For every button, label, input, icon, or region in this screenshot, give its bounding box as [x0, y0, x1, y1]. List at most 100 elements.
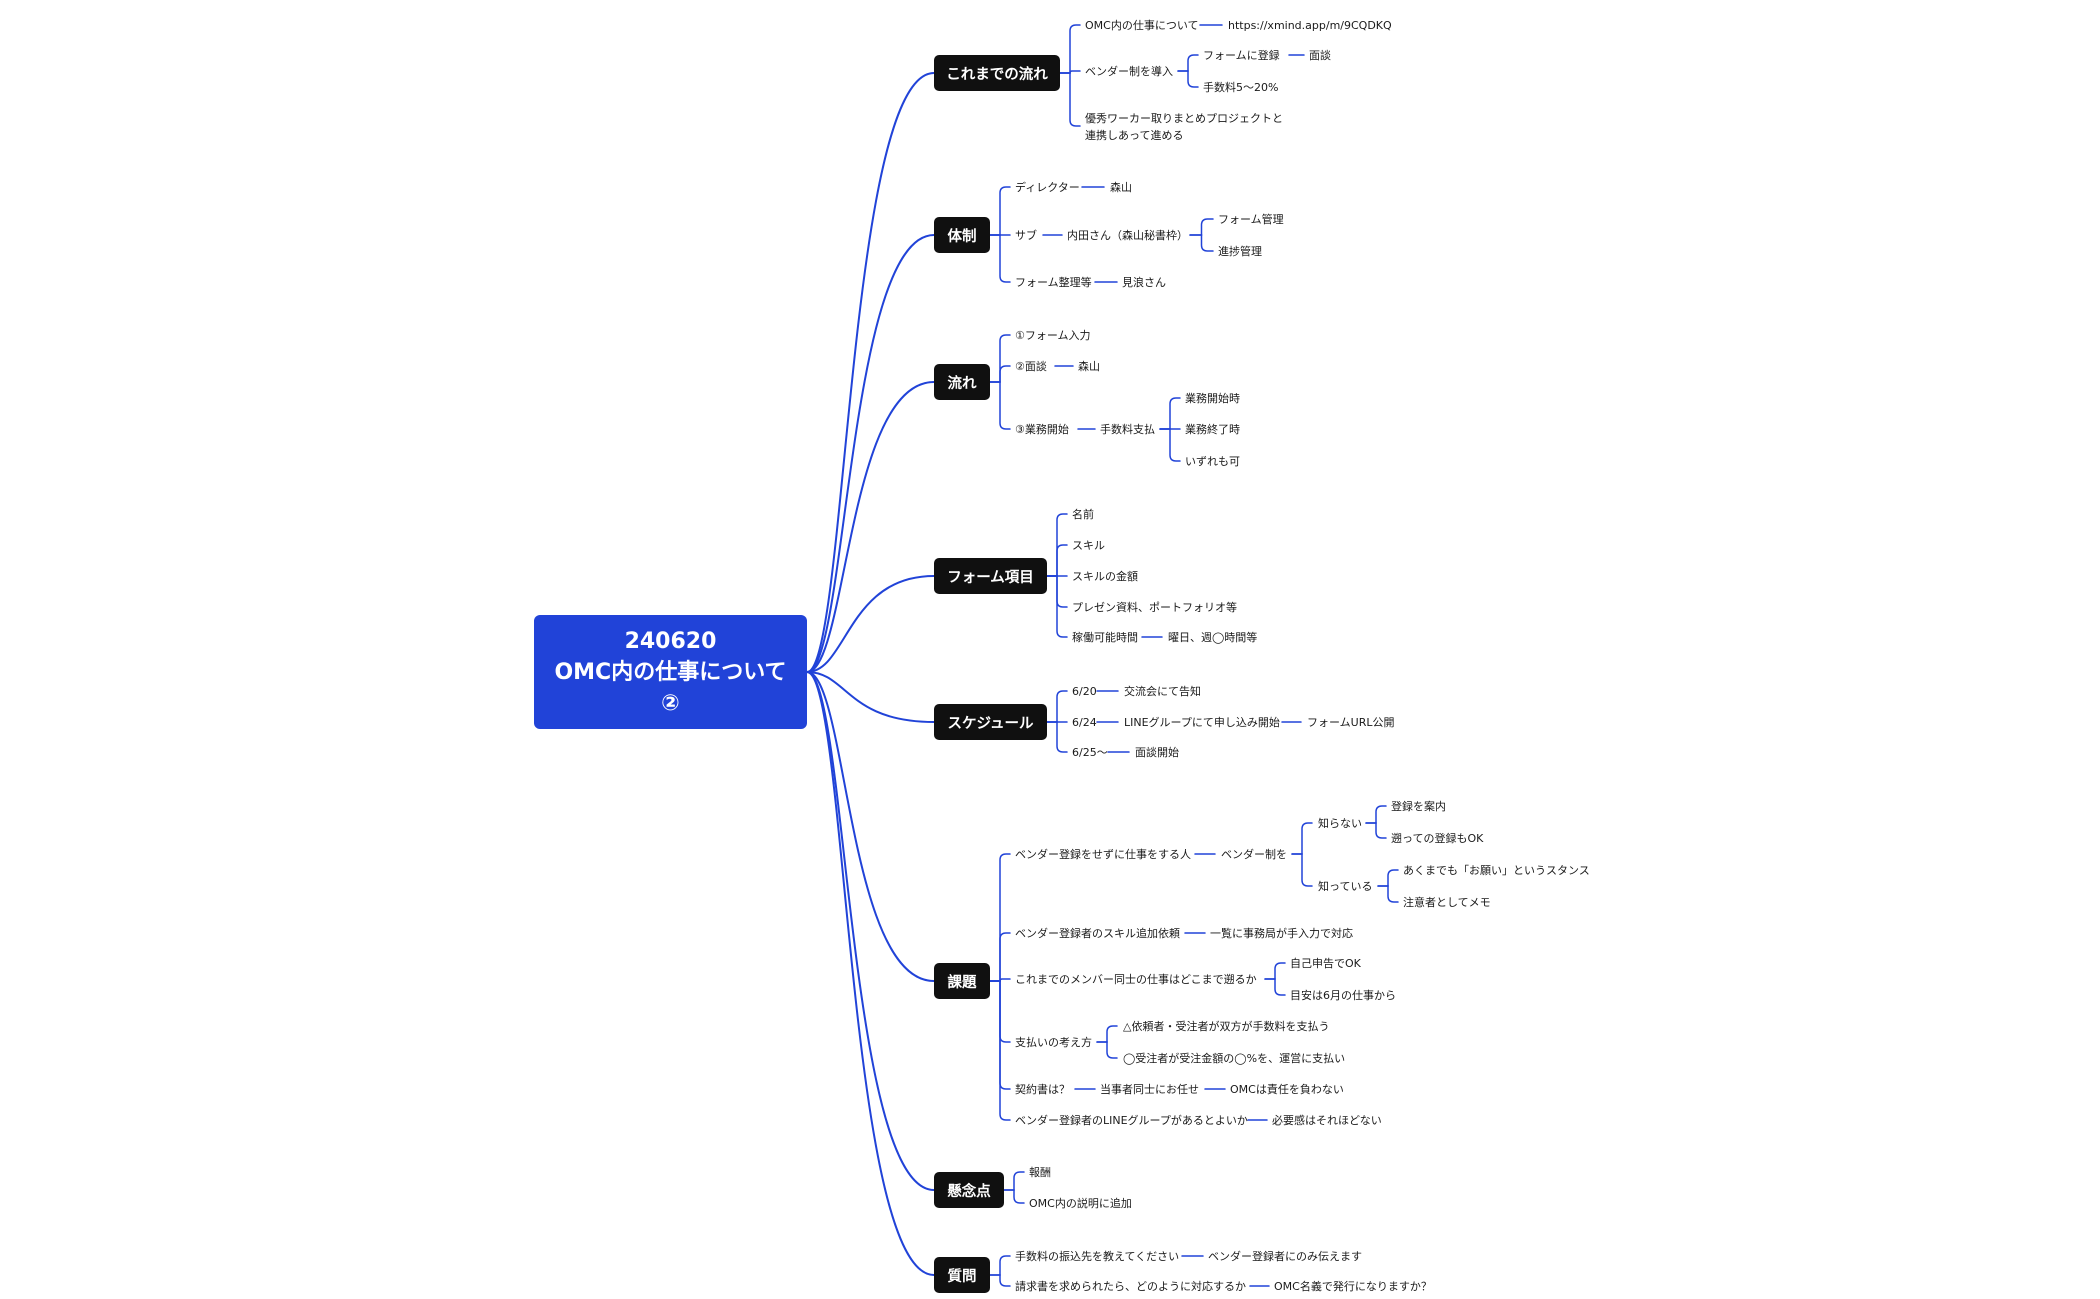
branch-flow[interactable]: 流れ — [934, 364, 990, 400]
topic-director-name[interactable]: 森山 — [1110, 181, 1132, 194]
topic-date-0625[interactable]: 6/25〜 — [1072, 746, 1108, 759]
topic-sub-name[interactable]: 内田さん（森山秘書枠） — [1067, 229, 1188, 242]
topic-excellent-worker-line2: 連携しあって進める — [1085, 129, 1184, 142]
schedule-lines-0 — [1046, 690, 1068, 723]
fee-lines-0 — [1159, 397, 1181, 430]
root-topic-date: 240620 — [624, 628, 717, 654]
root-branch-line-1 — [806, 234, 935, 673]
topic-director[interactable]: ディレクター — [1015, 181, 1080, 194]
topic-excellent-worker-line1: 優秀ワーカー取りまとめプロジェクトと — [1085, 112, 1283, 125]
topic-excellent-worker[interactable]: 優秀ワーカー取りまとめプロジェクトと 連携しあって進める — [1085, 110, 1283, 144]
topic-vendor-only[interactable]: ベンダー登録者にのみ伝えます — [1208, 1250, 1362, 1263]
topic-note-memo[interactable]: 注意者としてメモ — [1403, 896, 1491, 909]
topic-guide-register[interactable]: 登録を案内 — [1391, 800, 1446, 813]
topic-line-group[interactable]: ベンダー登録者のLINEグループがあるとよいか — [1015, 1114, 1248, 1127]
payment-lines-0 — [1096, 1025, 1118, 1043]
topic-fee-rate[interactable]: 手数料5〜20% — [1203, 81, 1279, 94]
topic-retro-scope[interactable]: これまでのメンバー同士の仕事はどこまで遡るか — [1015, 973, 1257, 986]
topic-contract[interactable]: 契約書は？ — [1015, 1083, 1070, 1096]
topic-date-0625-text[interactable]: 面談開始 — [1135, 746, 1179, 759]
topic-retro-register-ok[interactable]: 遡っての登録もOK — [1391, 832, 1484, 845]
topic-date-0624-text[interactable]: LINEグループにて申し込み開始 — [1124, 716, 1280, 729]
payment-lines-1 — [1096, 1041, 1118, 1059]
topic-aware[interactable]: 知っている — [1318, 880, 1373, 893]
topic-step-form-input[interactable]: ①フォーム入力 — [1015, 329, 1091, 342]
branch-schedule[interactable]: スケジュール — [934, 704, 1047, 740]
topic-date-0620-text[interactable]: 交流会にて告知 — [1124, 685, 1201, 698]
branch-questions[interactable]: 質問 — [934, 1257, 990, 1293]
topic-step-interview-name[interactable]: 森山 — [1078, 360, 1100, 373]
fee-lines-2 — [1159, 428, 1181, 462]
root-topic[interactable]: 240620 OMC内の仕事について ② — [534, 615, 807, 729]
topic-date-0620[interactable]: 6/20 — [1072, 685, 1097, 698]
topic-reward[interactable]: 報酬 — [1029, 1166, 1051, 1179]
topic-form-organize[interactable]: フォーム整理等 — [1015, 276, 1092, 289]
topic-step-work-start[interactable]: ③業務開始 — [1015, 423, 1069, 436]
topic-invoice-request[interactable]: 請求書を求められたら、どのように対応するか — [1015, 1280, 1246, 1293]
concerns-lines-0 — [1003, 1171, 1025, 1191]
formitem-lines-4 — [1046, 575, 1068, 638]
structure-lines-0 — [989, 186, 1011, 236]
topic-form-organize-name[interactable]: 見浪さん — [1122, 276, 1166, 289]
topic-interview[interactable]: 面談 — [1309, 49, 1331, 62]
retro-lines-0 — [1264, 962, 1286, 980]
topic-available-hours-detail[interactable]: 曜日、週◯時間等 — [1168, 631, 1258, 644]
aware-lines-1 — [1377, 885, 1399, 903]
issues-lines-1 — [989, 932, 1011, 982]
topic-vendor-intro[interactable]: ベンダー制を導入 — [1085, 65, 1173, 78]
topic-payment-policy[interactable]: 支払いの考え方 — [1015, 1036, 1092, 1049]
topic-omc-work[interactable]: OMC内の仕事について — [1085, 19, 1199, 32]
topic-at-work-start[interactable]: 業務開始時 — [1185, 392, 1240, 405]
topic-request-stance[interactable]: あくまでも「お願い」というスタンス — [1403, 864, 1590, 877]
topic-either-ok[interactable]: いずれも可 — [1185, 455, 1240, 468]
topic-june-guideline[interactable]: 目安は6月の仕事から — [1290, 989, 1396, 1002]
questions-lines-0 — [989, 1255, 1011, 1276]
topic-skill-add-request[interactable]: ベンダー登録者のスキル追加依頼 — [1015, 927, 1180, 940]
root-branch-line-5 — [806, 671, 935, 982]
topic-unregistered-worker[interactable]: ベンダー登録をせずに仕事をする人 — [1015, 848, 1191, 861]
topic-add-explanation[interactable]: OMC内の説明に追加 — [1029, 1197, 1132, 1210]
branch-concerns[interactable]: 懸念点 — [934, 1172, 1004, 1208]
topic-omc-issuer[interactable]: OMC名義で発行になりますか？ — [1274, 1280, 1432, 1293]
topic-name[interactable]: 名前 — [1072, 508, 1094, 521]
topic-contractor-pay[interactable]: ◯受注者が受注金額の◯%を、運営に支払い — [1123, 1052, 1346, 1065]
topic-presentation[interactable]: プレゼン資料、ポートフォリオ等 — [1072, 601, 1237, 614]
topic-at-work-end[interactable]: 業務終了時 — [1185, 423, 1240, 436]
topic-form-management[interactable]: フォーム管理 — [1218, 213, 1284, 226]
formitem-lines-0 — [1046, 513, 1068, 577]
schedule-lines-2 — [1046, 721, 1068, 753]
branch-structure[interactable]: 体制 — [934, 217, 990, 253]
topic-sub[interactable]: サブ — [1015, 229, 1037, 242]
branch-form-items[interactable]: フォーム項目 — [934, 558, 1047, 594]
formitem-lines-1 — [1046, 544, 1068, 577]
topic-date-0624-sub[interactable]: フォームURL公開 — [1307, 716, 1395, 729]
branch-history[interactable]: これまでの流れ — [934, 55, 1060, 91]
topic-leave-to-parties[interactable]: 当事者同士にお任せ — [1100, 1083, 1199, 1096]
topic-fee-account[interactable]: 手数料の振込先を教えてください — [1015, 1250, 1180, 1263]
topic-step-interview[interactable]: ②面談 — [1015, 360, 1047, 373]
vendor-aware-lines-1 — [1291, 853, 1313, 887]
topic-both-pay[interactable]: △依頼者・受注者が双方が手数料を支払う — [1123, 1020, 1330, 1033]
topic-vendor-system[interactable]: ベンダー制を — [1221, 848, 1287, 861]
branch-issues[interactable]: 課題 — [934, 963, 990, 999]
topic-self-report-ok[interactable]: 自己申告でOK — [1290, 957, 1361, 970]
topic-not-needed[interactable]: 必要感はそれほどない — [1272, 1114, 1382, 1127]
root-branch-line-4 — [806, 671, 935, 723]
topic-progress-management[interactable]: 進捗管理 — [1218, 245, 1262, 258]
topic-skill[interactable]: スキル — [1072, 539, 1105, 552]
topic-skill-price[interactable]: スキルの金額 — [1072, 570, 1138, 583]
topic-date-0624[interactable]: 6/24 — [1072, 716, 1097, 729]
topic-xmind-link[interactable]: https://xmind.app/m/9CQDKQ — [1228, 19, 1392, 32]
topic-no-liability[interactable]: OMCは責任を負わない — [1230, 1083, 1344, 1096]
topic-form-register[interactable]: フォームに登録 — [1203, 49, 1280, 62]
topic-fee-payment[interactable]: 手数料支払 — [1100, 423, 1155, 436]
vendor-aware-lines-0 — [1291, 822, 1313, 855]
topic-available-hours[interactable]: 稼働可能時間 — [1072, 631, 1138, 644]
root-topic-title: OMC内の仕事について — [554, 659, 787, 685]
flow-lines-1 — [989, 365, 1011, 383]
topic-unaware[interactable]: 知らない — [1318, 817, 1362, 830]
issues-lines-0 — [989, 853, 1011, 982]
issues-lines-5 — [989, 980, 1011, 1121]
topic-manual-input[interactable]: 一覧に事務局が手入力で対応 — [1210, 927, 1353, 940]
